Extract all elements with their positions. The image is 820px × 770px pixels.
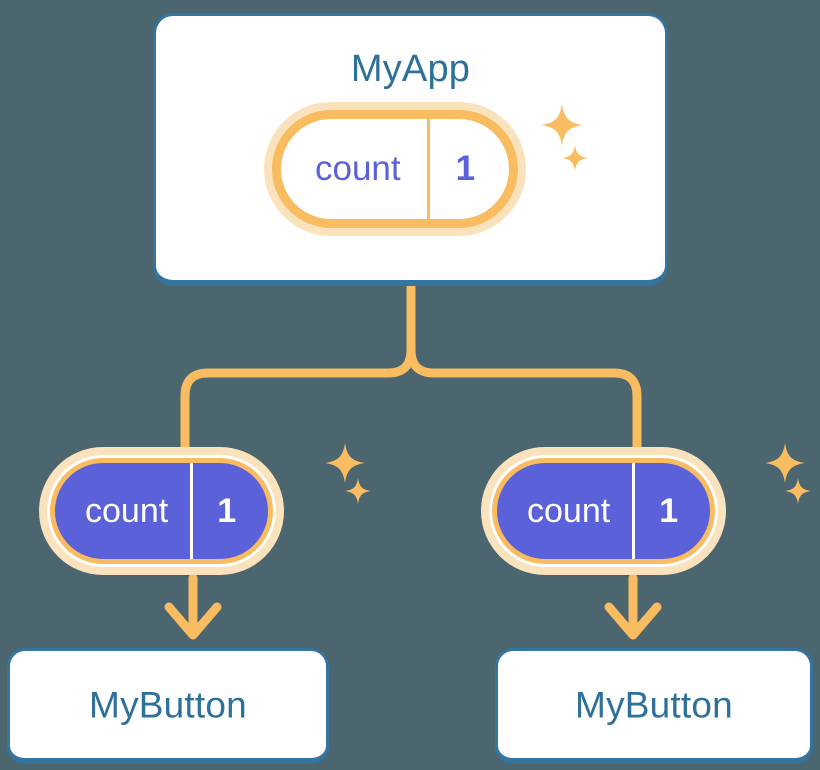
component-title-mybutton-left: MyButton (89, 684, 247, 725)
state-value-label: 1 (190, 463, 268, 559)
state-value-label: 1 (632, 463, 710, 559)
state-pill-right[interactable]: count 1 (489, 455, 719, 567)
state-key-label: count (315, 149, 401, 188)
state-value-label: 1 (426, 119, 509, 219)
component-title-mybutton-right: MyButton (575, 684, 733, 725)
state-pill-myapp[interactable]: count 1 (272, 110, 519, 228)
state-pill-body: count 1 (47, 455, 277, 567)
arrow-right (604, 573, 662, 640)
state-key-label: count (527, 491, 611, 530)
sparkle-icon-right-small (785, 478, 811, 504)
state-key-label: count (85, 491, 169, 530)
sparkle-icon-left-large (325, 443, 365, 483)
component-title-myapp: MyApp (350, 48, 471, 90)
state-pill-body: count 1 (489, 455, 719, 567)
component-card-mybutton-left[interactable]: MyButton (7, 648, 329, 764)
state-pill-body: count 1 (272, 110, 519, 228)
sparkle-icon-right-large (765, 443, 805, 483)
branch-connector-path-left (180, 345, 416, 463)
branch-connector-path (406, 281, 642, 463)
sparkle-icon-left-small (345, 478, 371, 504)
arrow-left (164, 573, 222, 640)
component-card-mybutton-right[interactable]: MyButton (495, 648, 813, 764)
state-pill-left[interactable]: count 1 (47, 455, 277, 567)
